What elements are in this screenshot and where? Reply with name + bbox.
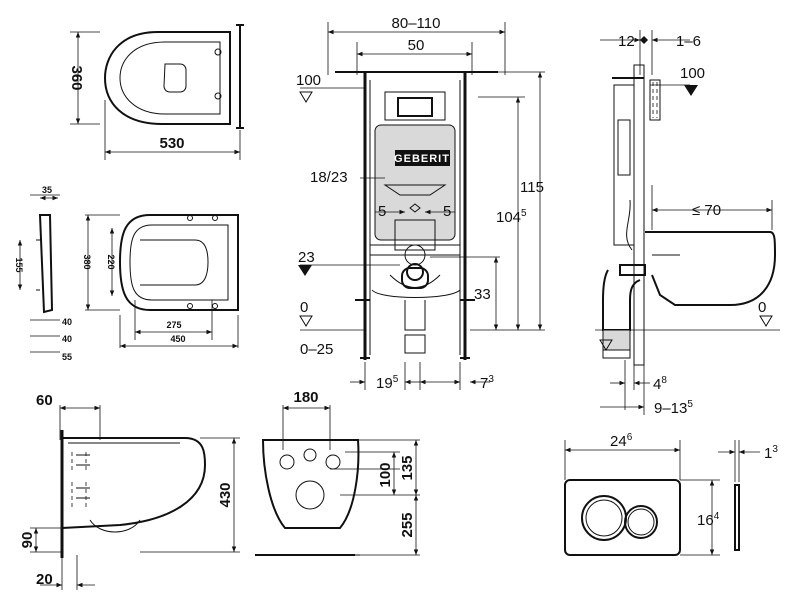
d16-label: 1–6 bbox=[676, 33, 701, 50]
height-104-label: 1045 bbox=[496, 208, 527, 226]
flush-plate-view: 246 164 13 bbox=[564, 432, 778, 556]
seat-top-view: 530 360 bbox=[68, 24, 244, 160]
foot-19-label: 195 bbox=[376, 374, 399, 392]
offset-right-label: 5 bbox=[443, 203, 451, 220]
wc-w180-label: 180 bbox=[293, 389, 318, 406]
frame-front-view: 80–110 50 GEBERIT 100 18/23 5 5 bbox=[296, 15, 545, 392]
wc-d20-label: 20 bbox=[36, 571, 53, 588]
wc-side-view: 60 430 90 20 bbox=[19, 392, 240, 590]
d55-label: 55 bbox=[62, 352, 72, 362]
d12-label: 12 bbox=[618, 33, 635, 50]
level-100-label: 100 bbox=[296, 72, 321, 89]
flush-plate-label: 18/23 bbox=[310, 169, 348, 186]
d48-label: 48 bbox=[653, 375, 667, 393]
plate-h-label: 164 bbox=[697, 511, 720, 529]
brand-logo: GEBERIT bbox=[394, 153, 450, 165]
floor-0-label: 0 bbox=[300, 299, 308, 316]
inner-width-label: 50 bbox=[408, 37, 425, 54]
wc-d90-label: 90 bbox=[19, 532, 36, 549]
adjust-label: 0–25 bbox=[300, 341, 333, 358]
wc-h255-label: 255 bbox=[399, 512, 416, 537]
d40b-label: 40 bbox=[62, 334, 72, 344]
d40a-label: 40 bbox=[62, 317, 72, 327]
d220-label: 220 bbox=[106, 254, 116, 269]
level-23-label: 23 bbox=[298, 249, 315, 266]
wc-back-view: 180 100 135 255 bbox=[255, 389, 420, 556]
seat-depth-label: 360 bbox=[68, 65, 85, 90]
d275-label: 275 bbox=[166, 320, 181, 330]
wc-d60-label: 60 bbox=[36, 392, 53, 409]
seat-detail-view: 35 155 40 40 55 380 220 275 450 bbox=[14, 185, 239, 362]
wc-h100-label: 100 bbox=[377, 462, 394, 487]
plate-w-label: 246 bbox=[610, 432, 633, 450]
side-floor-0-label: 0 bbox=[758, 299, 766, 316]
foot-7-label: 73 bbox=[480, 374, 494, 392]
d380-label: 380 bbox=[82, 254, 92, 269]
width-range-label: 80–110 bbox=[392, 15, 441, 32]
wc-h135-label: 135 bbox=[399, 455, 416, 480]
offset-left-label: 5 bbox=[378, 203, 386, 220]
wc-h430-label: 430 bbox=[217, 482, 234, 507]
d450-label: 450 bbox=[170, 334, 185, 344]
d35-label: 35 bbox=[42, 185, 52, 195]
height-115-label: 115 bbox=[520, 179, 544, 196]
level-33-label: 33 bbox=[474, 286, 491, 303]
seat-width-label: 530 bbox=[159, 135, 184, 152]
frame-side-view: 12 1–6 100 ≤ 70 0 48 9–135 bbox=[595, 30, 780, 417]
d155-label: 155 bbox=[14, 257, 24, 272]
plate-t-label: 13 bbox=[764, 444, 778, 462]
proj-70-label: ≤ 70 bbox=[692, 202, 721, 219]
d913-label: 9–135 bbox=[654, 399, 693, 417]
side-level-100-label: 100 bbox=[680, 65, 705, 82]
